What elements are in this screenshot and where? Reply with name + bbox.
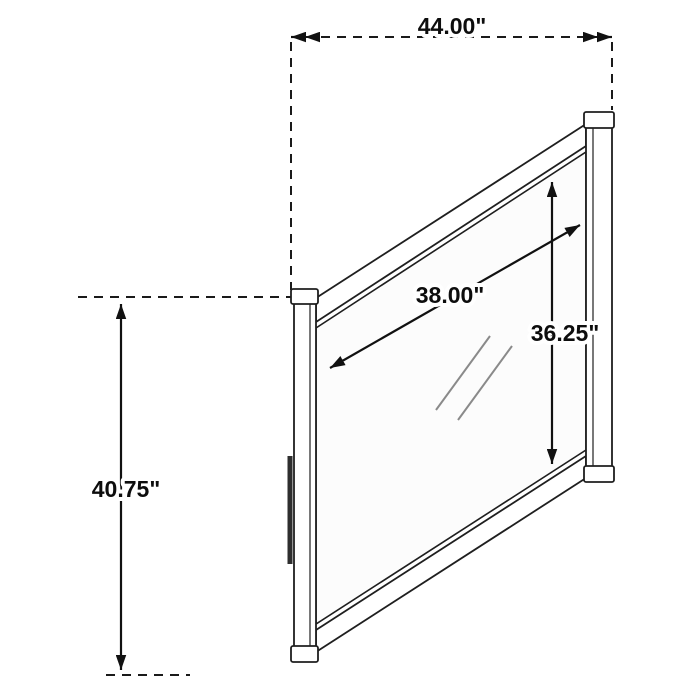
mirror-width-dimension: 38.00" <box>329 224 581 369</box>
mirror-right-post <box>585 117 613 479</box>
overall-width-label: 44.00" <box>418 13 486 39</box>
mirror-left-post <box>293 291 317 659</box>
overall-height-dimension: 40.75" <box>78 296 302 676</box>
mirror-left-post-top-cap <box>290 288 319 305</box>
mirror-width-dimension-line <box>329 224 581 369</box>
mirror-left-post-bottom-cap <box>290 645 319 663</box>
mirror-right-post-bottom-cap <box>583 465 615 483</box>
mirror-left-post-shadow <box>287 456 293 564</box>
mirror-frame <box>287 111 615 663</box>
overall-height-label: 40.75" <box>92 476 160 502</box>
overall-width-dimension: 44.00" <box>290 9 613 290</box>
mirror-right-post-top-cap <box>583 111 615 129</box>
mirror-height-label: 36.25" <box>531 320 599 346</box>
mirror-width-label: 38.00" <box>416 282 484 308</box>
mirror-height-dimension: 36.25" <box>527 182 603 464</box>
